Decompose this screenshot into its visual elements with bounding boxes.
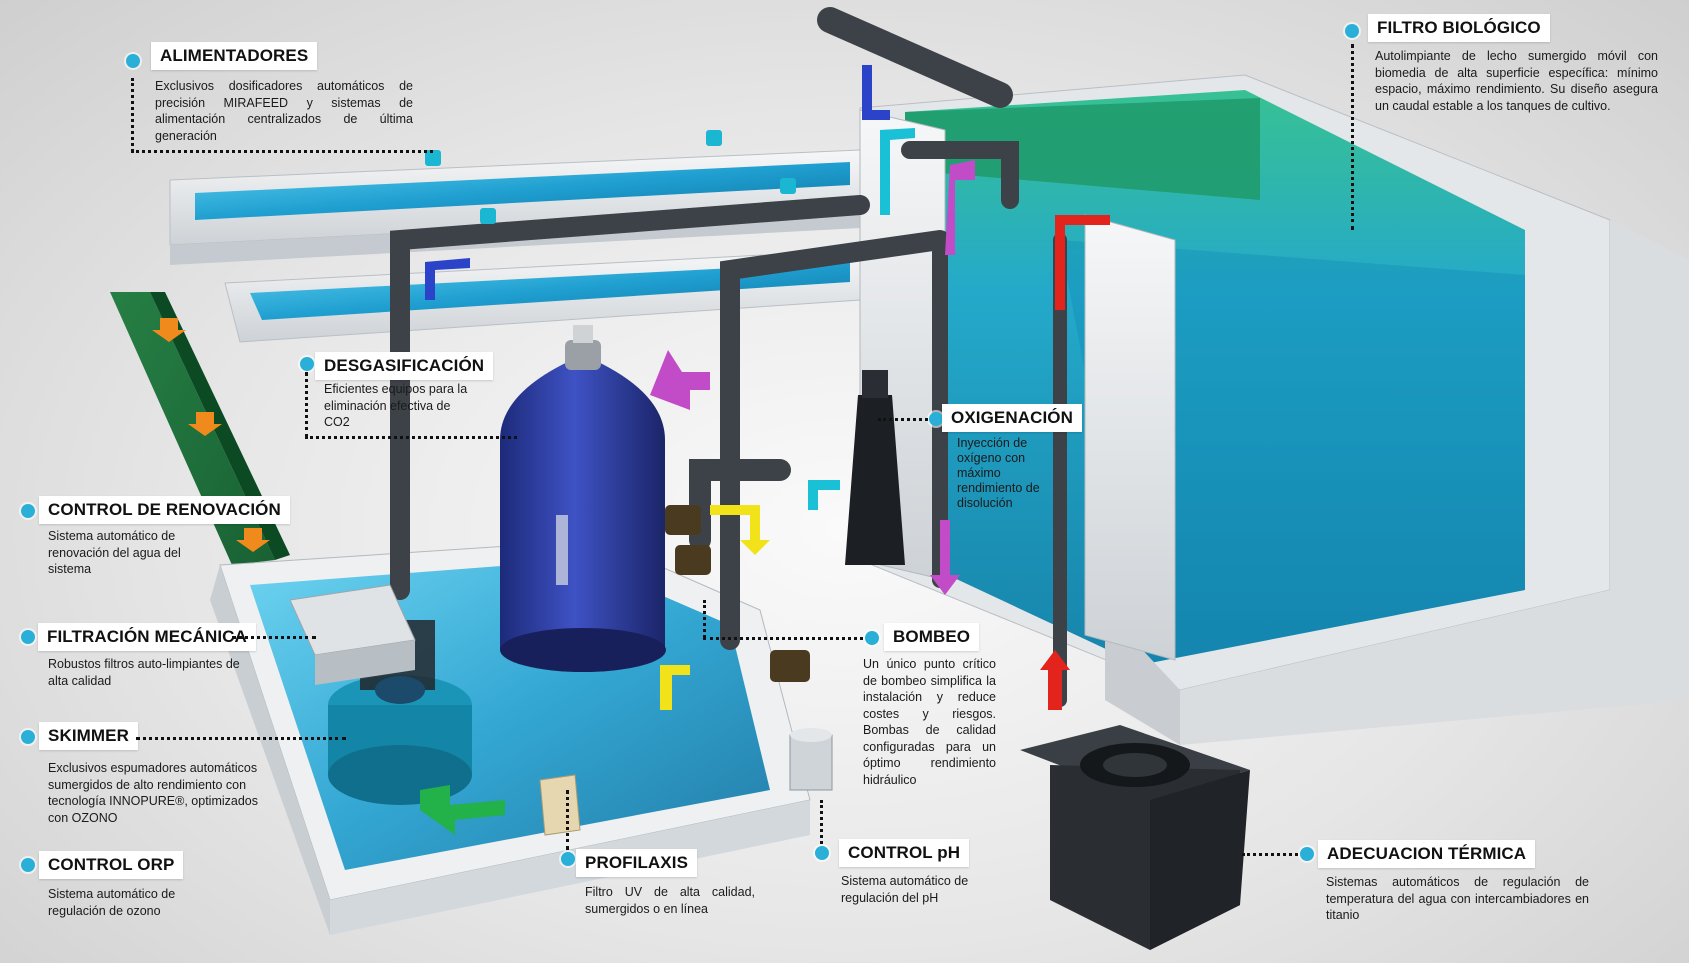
uv-lamp (539, 774, 581, 836)
label-profilaxis: PROFILAXIS (576, 849, 698, 877)
dot-marker-icon (300, 357, 314, 371)
dot-marker-icon (21, 730, 35, 744)
feeder-devices (425, 130, 796, 224)
label-alimentadores: ALIMENTADORES (151, 42, 318, 70)
label-oxigenacion: OXIGENACIÓN (942, 404, 1083, 432)
desc-profilaxis: Filtro UV de alta calidad, sumergidos o … (585, 885, 755, 916)
arrow-yellow-icon (660, 505, 770, 710)
desc-control-renovacion: Sistema automático de renovación del agu… (48, 529, 181, 576)
desc-adecuacion-termica: Sistemas automáticos de regulación de te… (1326, 875, 1589, 922)
label-control-ph: CONTROL pH (839, 839, 970, 867)
dot-marker-icon (561, 852, 575, 866)
dot-marker-icon (21, 504, 35, 518)
dot-marker-icon (21, 630, 35, 644)
dot-marker-icon (21, 858, 35, 872)
label-bombeo: BOMBEO (884, 623, 980, 651)
oxygen-reactor (845, 370, 905, 565)
label-skimmer: SKIMMER (39, 722, 138, 750)
pumps (665, 505, 810, 682)
arrow-orange-icon (152, 318, 270, 552)
arrow-red-icon (1040, 215, 1110, 710)
desc-skimmer: Exclusivos espumadores automáticos sumer… (48, 761, 258, 825)
dot-marker-icon (929, 412, 943, 426)
dot-marker-icon (1345, 24, 1359, 38)
desc-oxigenacion: Inyección de oxígeno con máximo rendimie… (957, 436, 1040, 510)
arrow-cyan-icon (808, 128, 915, 510)
degassing-cylinder (500, 325, 666, 672)
dot-marker-icon (126, 54, 140, 68)
arrow-blue-icon (425, 65, 890, 300)
desc-control-ph: Sistema automático de regulación del pH (841, 874, 969, 905)
mechanical-filter (289, 584, 416, 685)
dot-marker-icon (1300, 847, 1314, 861)
desc-filtro-biologico: Autolimpiante de lecho sumergido móvil c… (1375, 49, 1658, 113)
label-desgasificacion: DESGASIFICACIÓN (315, 352, 494, 380)
heat-pump (1020, 725, 1250, 950)
desc-control-orp: Sistema automático de regulación de ozon… (48, 887, 176, 918)
label-filtro-biologico: FILTRO BIOLÓGICO (1368, 14, 1550, 42)
label-adecuacion-termica: ADECUACION TÉRMICA (1318, 840, 1536, 868)
arrow-green-icon (420, 785, 505, 835)
desc-filtracion-mecanica: Robustos filtros auto-limpiantes de alta… (48, 657, 240, 688)
label-filtracion-mecanica: FILTRACIÓN MECÁNICA (38, 623, 256, 651)
ph-controller (789, 728, 833, 791)
label-control-renovacion: CONTROL DE RENOVACIÓN (39, 496, 290, 524)
desc-desgasificacion: Eficientes equipos para la eliminación e… (324, 382, 468, 429)
dot-marker-icon (815, 846, 829, 860)
label-control-orp: CONTROL ORP (39, 851, 184, 879)
dot-marker-icon (865, 631, 879, 645)
desc-bombeo: Un único punto crítico de bombeo simplif… (863, 657, 996, 787)
arrow-purple-icon (650, 160, 975, 595)
desc-alimentadores: Exclusivos dosificadores automáticos de … (155, 79, 413, 143)
